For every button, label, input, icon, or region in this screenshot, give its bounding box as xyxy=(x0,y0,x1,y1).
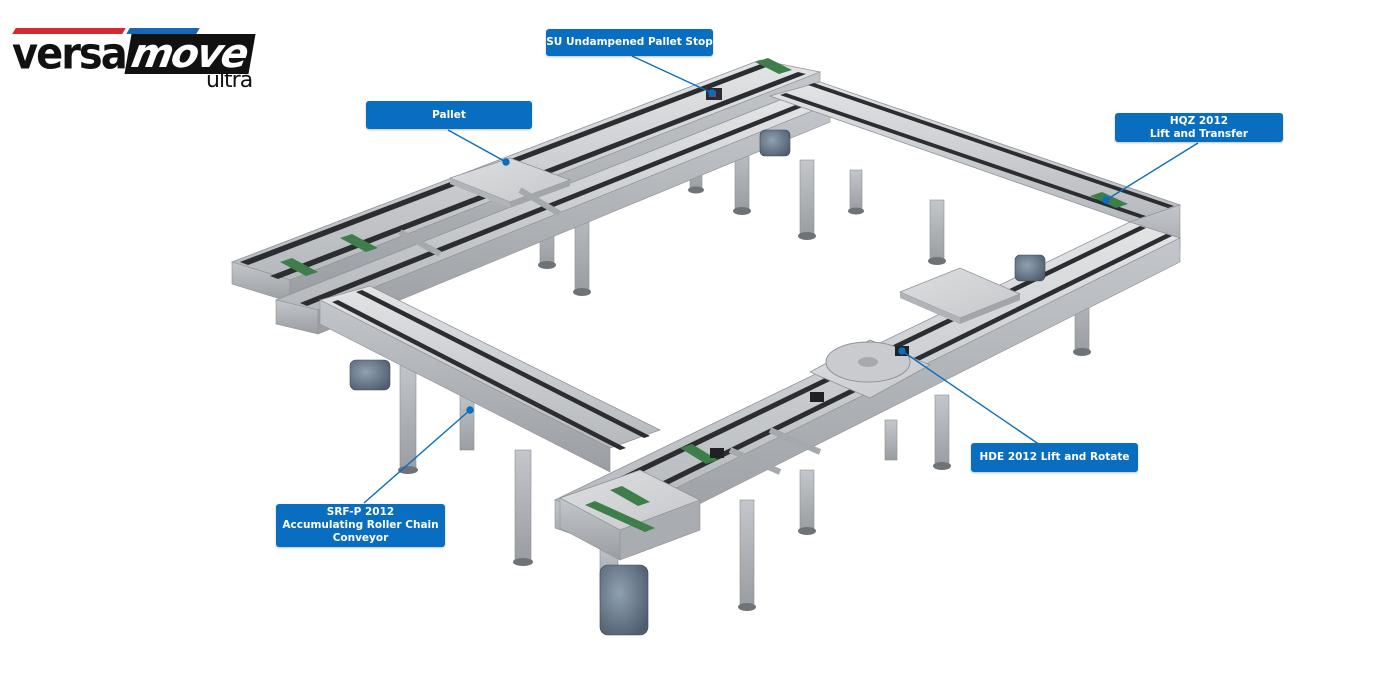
leader-lines xyxy=(363,55,1199,504)
callout-lift-rotate-line-1: HDE 2012 Lift and Rotate xyxy=(979,451,1130,463)
callout-lift-rotate: HDE 2012 Lift and Rotate xyxy=(971,443,1138,472)
callout-chain-conveyor: SRF-P 2012 Accumulating Roller Chain Con… xyxy=(276,504,445,547)
logo-sub: ultra xyxy=(206,68,253,93)
back-inner-conveyor xyxy=(274,95,832,335)
belt-segments xyxy=(280,58,1128,506)
callout-chain-conveyor-line-1: SRF-P 2012 xyxy=(326,506,395,518)
logo-wordmark: versamove xyxy=(12,28,256,80)
callout-lift-transfer-line-2: Lift and Transfer xyxy=(1149,127,1249,140)
front-pallet-plate xyxy=(898,267,1022,324)
pallet-plate xyxy=(448,157,572,208)
callout-chain-conveyor-line-3: Conveyor xyxy=(332,532,389,544)
callout-lift-transfer-line-1: HQZ 2012 xyxy=(1169,114,1229,127)
callout-pallet: Pallet xyxy=(366,101,532,129)
callout-lift-transfer: HQZ 2012 Lift and Transfer xyxy=(1115,113,1283,142)
callout-pallet-stop-line-1: SU Undampened Pallet Stop xyxy=(546,36,713,48)
callout-chain-conveyor-line-2: Accumulating Roller Chain xyxy=(282,519,439,531)
cross-beams xyxy=(398,187,822,475)
drive-motors xyxy=(349,129,1046,636)
left-conveyor xyxy=(318,285,662,473)
callout-pallet-line-1: Pallet xyxy=(432,108,466,121)
callout-pallet-stop: SU Undampened Pallet Stop xyxy=(546,29,713,56)
versamove-ultra-logo: versamove ultra xyxy=(10,24,280,94)
logo-prefix: versa xyxy=(12,28,128,80)
